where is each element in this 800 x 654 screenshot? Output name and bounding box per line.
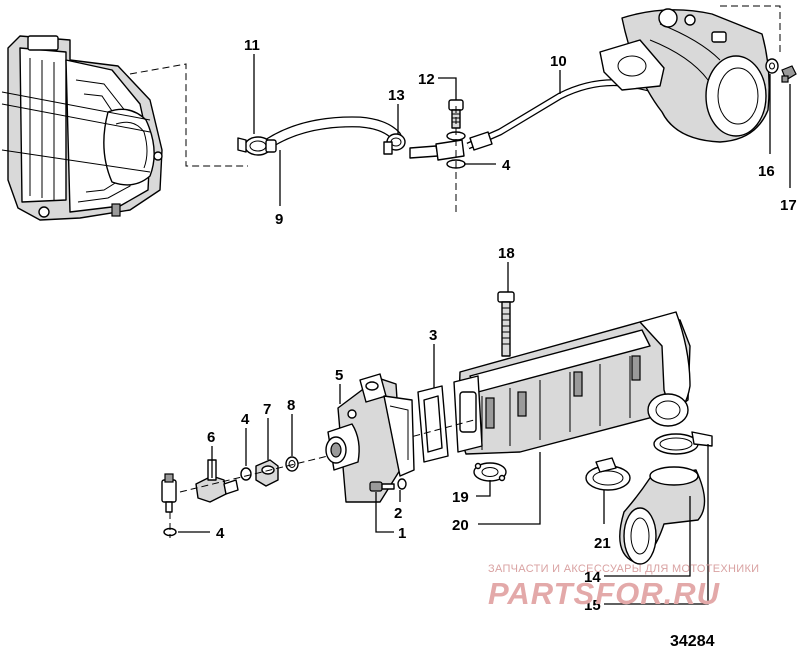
watermark-brand: PARTSFOR.RU <box>488 576 721 611</box>
leader-20 <box>478 452 541 525</box>
hose-clamp-left <box>237 136 277 156</box>
exhaust-manifold <box>453 311 691 455</box>
callout-20: 20 <box>452 517 469 534</box>
callout-8: 8 <box>287 397 295 414</box>
rubber-exhaust-elbow <box>619 466 706 565</box>
callout-17: 17 <box>780 197 797 214</box>
callout-18: 18 <box>498 245 515 262</box>
leader-14 <box>604 496 691 577</box>
leader-1 <box>375 492 394 533</box>
callout-19: 19 <box>452 489 469 506</box>
callout-4-middle: 4 <box>241 411 250 428</box>
elbow-clamp-upper <box>653 431 713 455</box>
sensor-housing <box>325 373 415 503</box>
thermostat-housing <box>599 8 770 143</box>
callout-3: 3 <box>429 327 437 344</box>
tube-fitting <box>409 139 465 161</box>
elbow-clamp-lower <box>585 457 631 491</box>
housing-washer-small <box>397 478 407 490</box>
housing-bolt <box>369 481 395 492</box>
callout-10: 10 <box>550 53 567 70</box>
callout-5: 5 <box>335 367 343 384</box>
callout-9: 9 <box>275 211 283 228</box>
manifold-stud-bolt <box>497 291 515 357</box>
callout-1: 1 <box>398 525 406 542</box>
coolant-hose <box>256 116 402 154</box>
callout-11: 11 <box>244 37 260 54</box>
sensor-axis <box>179 455 329 493</box>
callout-16: 16 <box>758 163 775 180</box>
callout-14: 14 <box>584 569 601 586</box>
reservoir-hose-route <box>129 63 248 167</box>
callout-6: 6 <box>207 429 215 446</box>
figure-number: 34284 <box>670 633 715 650</box>
adapter-o-ring-inner <box>288 460 296 468</box>
callout-15: 15 <box>584 597 601 614</box>
callout-4-upper: 4 <box>502 157 511 174</box>
callout-13: 13 <box>388 87 405 104</box>
adapter-o-ring <box>285 456 299 472</box>
leader-15 <box>604 444 709 605</box>
coolant-reservoir <box>1 35 163 221</box>
elbow-gasket <box>473 462 507 482</box>
callout-12: 12 <box>418 71 435 88</box>
callout-2: 2 <box>394 505 402 522</box>
leader-19 <box>476 480 491 497</box>
callout-7: 7 <box>263 401 271 418</box>
sender-washer <box>240 467 252 481</box>
callout-4-lower: 4 <box>216 525 225 542</box>
leader-12 <box>438 77 457 100</box>
watermark-subtitle: ЗАПЧАСТИ И АКСЕССУАРЫ ДЛЯ МОТОТЕХНИКИ <box>488 563 759 575</box>
housing-washer <box>765 58 779 74</box>
temperature-switch <box>161 473 177 513</box>
hose-clamp-right <box>383 133 406 155</box>
temperature-sender <box>195 459 239 503</box>
housing-bolt-axis <box>720 5 781 56</box>
manifold-gasket <box>417 385 449 463</box>
callout-21: 21 <box>594 535 611 552</box>
housing-plug <box>781 65 797 83</box>
sender-adapter <box>255 459 279 487</box>
watermark: ЗАПЧАСТИ И АКСЕССУАРЫ ДЛЯ МОТОТЕХНИКИ PA… <box>488 563 759 611</box>
